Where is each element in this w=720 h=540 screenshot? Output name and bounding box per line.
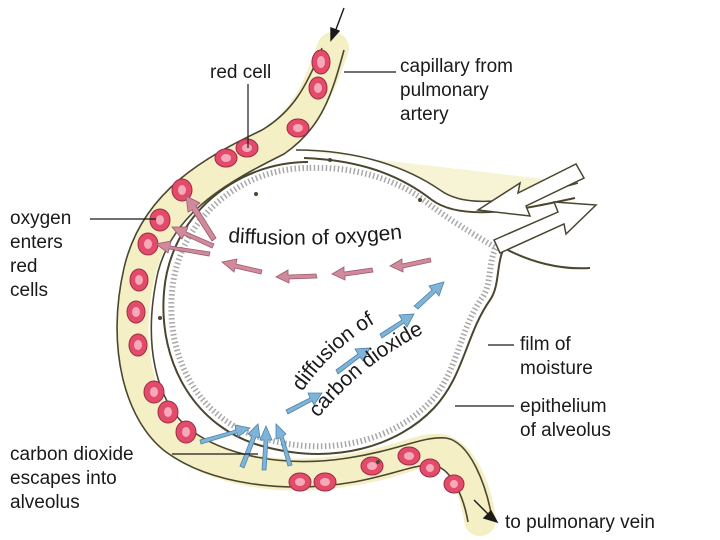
- alveolar-duct-lower: [503, 247, 591, 270]
- blood-flow-out-arrow: [473, 499, 499, 524]
- label-epithelium-1: epithelium: [520, 396, 607, 417]
- label-co2-1: carbon dioxide: [10, 444, 134, 465]
- moisture-film: [168, 164, 501, 450]
- label-diffusion-oxygen: diffusion of oxygen: [228, 221, 403, 250]
- label-red-cell: red cell: [210, 62, 271, 83]
- label-diffusion-oxygen-path: diffusion of oxygen: [228, 221, 403, 250]
- label-oxygen-2: enters: [10, 232, 63, 253]
- label-film-2: moisture: [520, 358, 593, 379]
- blood-flow-in-arrow: [330, 7, 345, 42]
- oxygen-diffusion-arrows: [155, 195, 432, 284]
- label-oxygen-3: red: [10, 256, 37, 277]
- label-oxygen-1: oxygen: [10, 208, 71, 229]
- co2-diffusion-arrows: [199, 281, 445, 471]
- label-film-1: film of: [520, 334, 571, 355]
- red-cells: [126, 49, 465, 494]
- label-to-vein: to pulmonary vein: [505, 512, 655, 533]
- label-capillary-from-3: artery: [400, 104, 449, 125]
- capillary-vessel: [116, 32, 496, 536]
- leader-lines: [90, 71, 514, 455]
- capillary-wall-inner: [150, 49, 493, 519]
- label-capillary-from-1: capillary from: [400, 56, 513, 77]
- air-in-arrow: [492, 201, 598, 254]
- label-oxygen-4: cells: [10, 280, 48, 301]
- label-co2-2: escapes into: [10, 468, 117, 489]
- air-out-arrow: [475, 163, 586, 217]
- label-epithelium-2: of alveolus: [520, 420, 611, 441]
- label-capillary-from-2: pulmonary: [400, 80, 489, 101]
- label-co2-3: alveolus: [10, 492, 80, 513]
